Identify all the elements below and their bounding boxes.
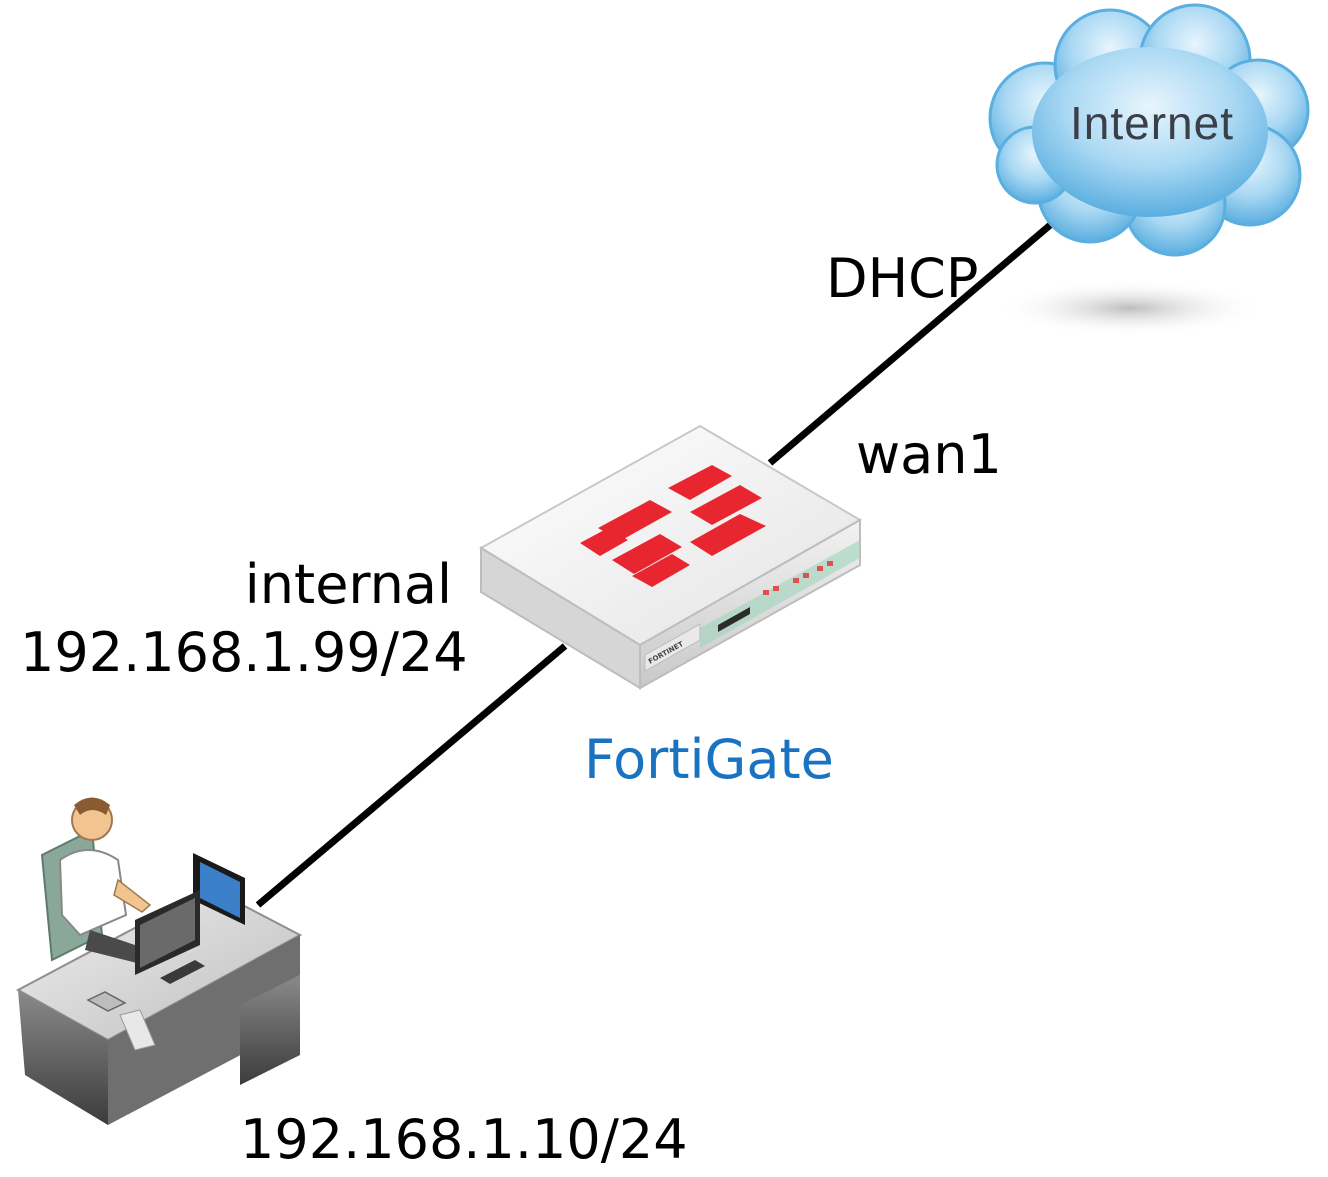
internet-label: Internet (1070, 97, 1234, 149)
pc-ip-label: 192.168.1.10/24 (240, 1108, 688, 1171)
internal-label: internal (244, 553, 452, 616)
lan-link-line (255, 643, 568, 908)
wan1-label: wan1 (856, 423, 1002, 486)
wan-link-line (767, 212, 1065, 466)
internal-ip-label: 192.168.1.99/24 (20, 621, 468, 684)
fortigate-label: FortiGate (584, 728, 834, 791)
fortinet-logo-icon (580, 465, 766, 587)
internet-cloud-icon (988, 3, 1310, 336)
fortigate-device-icon (479, 424, 862, 690)
user-workstation-icon (15, 797, 303, 1125)
dhcp-label: DHCP (826, 247, 979, 310)
